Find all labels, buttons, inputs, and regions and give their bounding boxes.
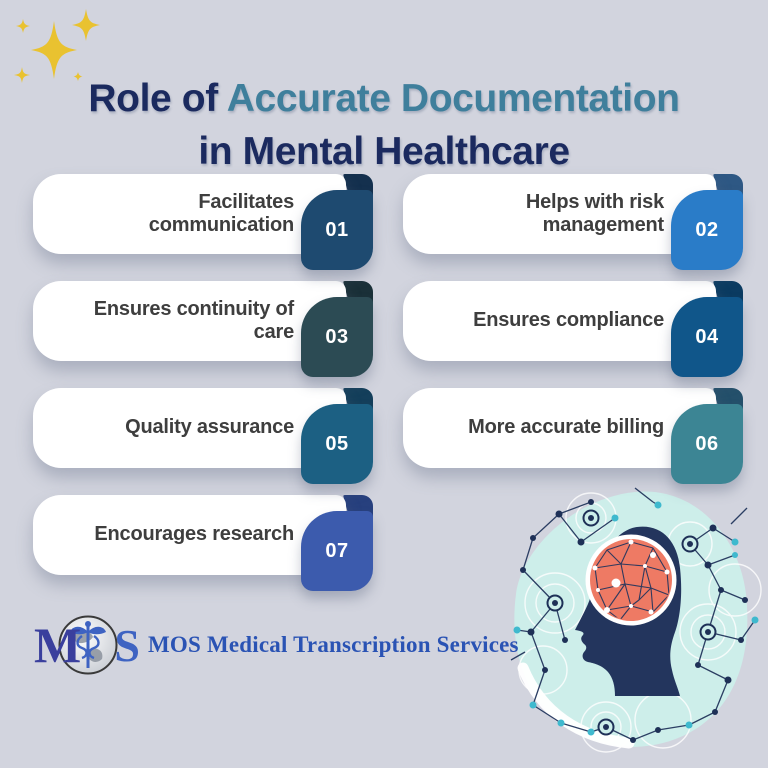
sparkle-stars-icon: [14, 9, 100, 83]
card-label: Facilitates communication: [148, 190, 294, 236]
card-label: More accurate billing: [468, 416, 664, 439]
card-number-badge: 02: [671, 190, 743, 270]
card-label: Ensures continuity of care: [93, 297, 294, 343]
card-risk-management: Helps with risk management 02: [403, 174, 743, 270]
mos-logo-mark: M S: [34, 610, 140, 680]
card-number-badge: 04: [671, 297, 743, 377]
globe-caduceus-icon: [58, 615, 118, 675]
logo-letter-m: M: [34, 617, 82, 673]
card-label: Ensures compliance: [473, 309, 664, 332]
card-ensures-compliance: Ensures compliance 04: [403, 281, 743, 377]
mos-logo: M S MOS Medical Transcription Services: [34, 610, 519, 680]
card-number-badge: 03: [301, 297, 373, 377]
logo-letter-s: S: [114, 620, 140, 671]
card-plate: Ensures continuity of care: [33, 281, 346, 361]
card-facilitates-communication: Facilitates communication 01: [33, 174, 373, 270]
card-label: Quality assurance: [125, 416, 294, 439]
card-plate: Ensures compliance: [403, 281, 716, 361]
head-brain-network-icon: [510, 487, 762, 753]
card-accurate-billing: More accurate billing 06: [403, 388, 743, 484]
title-part-role-of: Role of: [88, 77, 227, 121]
card-number-badge: 05: [301, 404, 373, 484]
card-encourages-research: Encourages research 07: [33, 495, 373, 591]
card-number-badge: 07: [301, 511, 373, 591]
logo-text: MOS Medical Transcription Services: [148, 632, 519, 657]
card-plate: Encourages research: [33, 495, 346, 575]
card-number-badge: 01: [301, 190, 373, 270]
cards-grid: Facilitates communication 01 Helps with …: [33, 174, 743, 591]
title-line2: in Mental Healthcare: [198, 130, 570, 174]
page-title: Role of Accurate Documentation in Mental…: [20, 72, 748, 178]
page-title-line1: Role of Accurate Documentation: [88, 77, 680, 121]
card-plate: Helps with risk management: [403, 174, 716, 254]
card-number-badge: 06: [671, 404, 743, 484]
card-plate: Facilitates communication: [33, 174, 346, 254]
title-part-accurate-documentation: Accurate Documentation: [226, 77, 680, 121]
card-continuity-of-care: Ensures continuity of care 03: [33, 281, 373, 377]
card-label: Encourages research: [94, 523, 294, 546]
card-plate: Quality assurance: [33, 388, 346, 468]
card-plate: More accurate billing: [403, 388, 716, 468]
card-label: Helps with risk management: [525, 190, 664, 236]
card-quality-assurance: Quality assurance 05: [33, 388, 373, 484]
